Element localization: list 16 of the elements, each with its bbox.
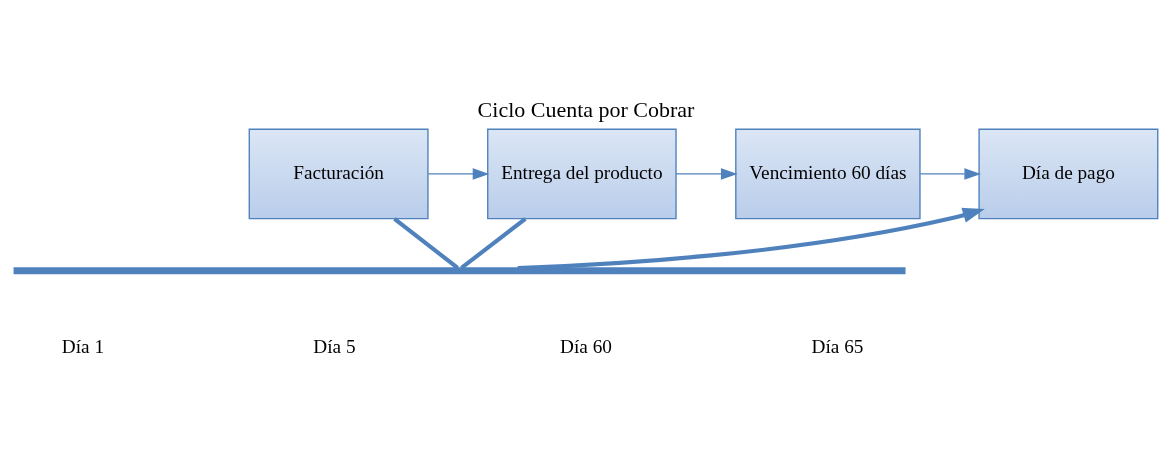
arrow xyxy=(919,167,981,180)
arrow xyxy=(427,167,490,180)
node-box: Entrega del producto xyxy=(487,128,677,219)
node-box: Vencimiento 60 días xyxy=(735,128,921,219)
node-box: Día de pago xyxy=(978,128,1159,219)
label: Día 65 xyxy=(811,335,864,357)
node-bar xyxy=(13,266,906,274)
diagram-title: Ciclo Cuenta por Cobrar xyxy=(477,96,695,122)
connector xyxy=(393,216,459,270)
label: Día 60 xyxy=(560,335,612,357)
label: Día 1 xyxy=(61,335,105,357)
arrow xyxy=(675,167,738,180)
connector xyxy=(460,216,527,270)
arrow xyxy=(517,207,985,270)
node-box: Facturación xyxy=(248,128,429,219)
label: Día 5 xyxy=(313,335,356,357)
